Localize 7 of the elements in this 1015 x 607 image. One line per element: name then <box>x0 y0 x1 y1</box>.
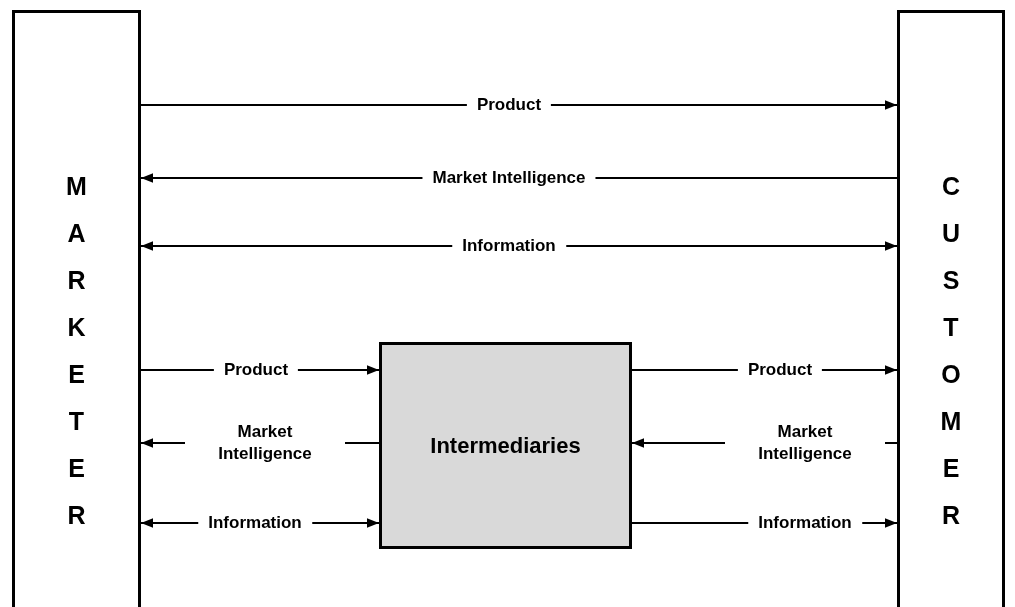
arrow <box>140 100 898 110</box>
vertical-label: MARKETER <box>65 171 88 531</box>
actor-panel <box>897 10 1005 607</box>
process-box <box>379 342 632 549</box>
node-label: Intermediaries <box>430 432 581 459</box>
vertical-label: CUSTOMER <box>939 171 963 531</box>
actor-panel <box>12 10 141 607</box>
